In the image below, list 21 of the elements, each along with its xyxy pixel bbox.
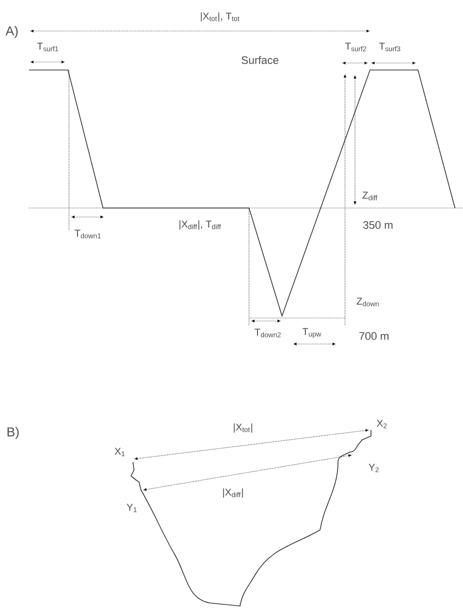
dimension-label: T$_{down1}$ bbox=[74, 230, 101, 238]
dimension-label: T$_{surf2}$ bbox=[345, 42, 366, 52]
dimension-label: T$_{surf3}$ bbox=[379, 42, 400, 52]
dimension-label: T$_{upw}$ bbox=[302, 328, 322, 338]
vector-label: |X$_{diff}$| bbox=[223, 488, 243, 498]
dimension-label: Z$_{down}$ bbox=[356, 298, 379, 306]
panel-label: A) bbox=[6, 26, 18, 38]
point-label: X$_{1}$ bbox=[114, 448, 125, 456]
vector-label: |X$_{tot}$| bbox=[234, 423, 252, 433]
region-label: Surface bbox=[242, 56, 278, 64]
depth-label: 700 m bbox=[359, 332, 388, 340]
dimension-label: T$_{surf1}$ bbox=[37, 42, 58, 52]
point-label: Y$_{1}$ bbox=[126, 504, 137, 512]
panel-label: B) bbox=[8, 426, 19, 440]
dimension-label: |X$_{tot}$|, T$_{tot}$ bbox=[200, 12, 240, 22]
point-label: X$_{2}$ bbox=[376, 420, 387, 428]
dimension-label: Z$_{diff}$ bbox=[362, 192, 378, 200]
depth-label: 350 m bbox=[363, 221, 392, 229]
dimension-label: |X$_{diff}$|, T$_{diff}$ bbox=[180, 220, 221, 230]
dimension-label: T$_{down2}$ bbox=[254, 328, 281, 338]
point-label: Y$_{2}$ bbox=[368, 464, 379, 472]
